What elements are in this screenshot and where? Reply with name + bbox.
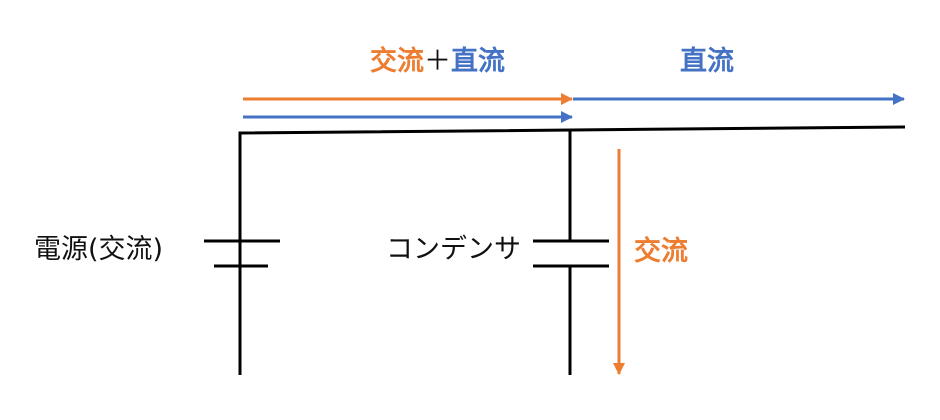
dc-text: 直流 [451, 46, 505, 77]
ac-plus-dc-label: 交流＋直流 [370, 48, 505, 75]
power-source-label: 電源(交流) [34, 234, 164, 265]
ac-branch-label: 交流 [634, 236, 688, 267]
ac-text: 交流 [370, 46, 424, 77]
plus-text: ＋ [424, 46, 451, 77]
capacitor-label: コンデンサ [386, 234, 521, 265]
main-wire [238, 125, 906, 375]
dc-only-label: 直流 [680, 46, 734, 77]
